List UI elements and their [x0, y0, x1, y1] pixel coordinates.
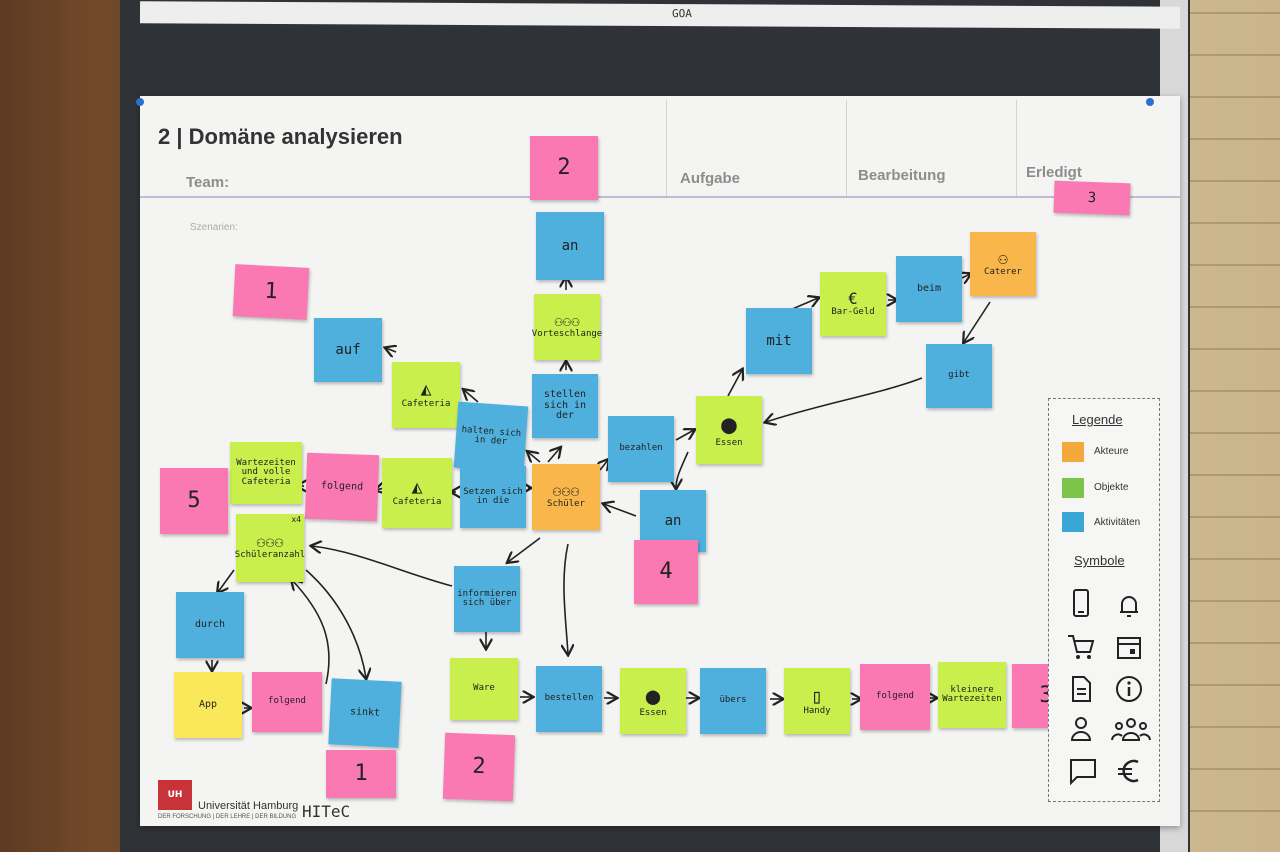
actor-note: ⚇ Caterer: [970, 232, 1036, 296]
number-note: 1: [326, 750, 396, 798]
calendar-icon: [1117, 637, 1141, 659]
column-aufgabe: Aufgabe: [680, 170, 740, 187]
actor-note: ⚇⚇⚇ Schüler: [532, 464, 600, 530]
activity-note: informieren sich über: [454, 566, 520, 632]
cart-icon: [1068, 635, 1095, 659]
object-note: folgend: [860, 664, 930, 730]
page-title: 2 | Domäne analysieren: [158, 124, 403, 149]
note-label: Bar-Geld: [831, 306, 875, 317]
university-logo: UH: [158, 780, 192, 810]
object-note: App: [174, 672, 242, 738]
university-tagline: DER FORSCHUNG | DER LEHRE | DER BILDUNG: [158, 814, 297, 820]
top-label: GOA: [671, 7, 692, 21]
chat-icon: [1070, 759, 1096, 786]
info-icon: [1116, 676, 1142, 702]
note-label: Schüler: [547, 499, 585, 510]
badge-x4: x4: [291, 515, 301, 524]
note-label: Essen: [715, 437, 743, 448]
signature: HITeC: [302, 802, 351, 821]
activity-note: bestellen: [536, 666, 602, 732]
object-note: Wartezeiten und volle Cafeteria: [230, 442, 302, 504]
note-label: Schüleranzahl: [234, 550, 306, 561]
number-note: 1: [232, 264, 310, 320]
document-icon: [1072, 676, 1091, 702]
person-icon: [1070, 717, 1092, 741]
queue-icon: ⚇⚇⚇: [554, 313, 580, 330]
cake-icon: ◭: [411, 476, 423, 498]
activity-note: beim: [896, 256, 962, 322]
object-note: ◭ Cafeteria: [392, 362, 460, 428]
header-divider: [140, 196, 1180, 198]
symbols-title: Symbole: [1074, 553, 1125, 568]
note-label: Essen: [639, 707, 667, 718]
object-note: € Bar-Geld: [820, 272, 886, 336]
note-label: Cafeteria: [401, 398, 451, 409]
legend-label: Akteure: [1094, 446, 1129, 457]
legend-swatch-aktivitaeten: [1062, 512, 1084, 532]
cake-icon: ◭: [420, 378, 432, 400]
number-note: 2: [530, 136, 598, 200]
phone-icon: ▯: [810, 683, 824, 708]
note-label: Handy: [803, 705, 831, 716]
object-note: kleinere Wartezeiten: [938, 662, 1006, 728]
university-name: Universität Hamburg: [198, 800, 299, 812]
legend-title: Legende: [1072, 412, 1123, 427]
activity-note: Setzen sich in die: [460, 466, 526, 528]
activity-note: auf: [314, 318, 382, 382]
object-note: Ware: [450, 658, 518, 720]
activity-note: durch: [176, 592, 244, 658]
object-note: x4 ⚇⚇⚇ Schüleranzahl: [234, 514, 306, 582]
object-note: ● Essen: [620, 668, 686, 734]
activity-note: mit: [746, 308, 812, 374]
pin-icon: [136, 98, 144, 106]
legend-label: Objekte: [1094, 482, 1129, 493]
column-bearbeitung: Bearbeitung: [858, 167, 946, 184]
person-icon: ⚇: [998, 248, 1008, 268]
number-note: 2: [442, 732, 516, 802]
column-divider: [1016, 100, 1017, 196]
column-erledigt: Erledigt: [1026, 164, 1082, 181]
szenarien-label: Szenarien:: [190, 222, 238, 233]
legend-swatch-objekte: [1062, 478, 1084, 498]
apple-icon: ●: [721, 409, 737, 440]
activity-note: halten sich in der: [453, 401, 529, 473]
euro-icon: €: [848, 288, 858, 308]
apple-icon: ●: [645, 681, 661, 710]
group-icon: ⚇⚇⚇: [552, 482, 580, 501]
activity-note: stellen sich in der: [532, 374, 598, 438]
note-label: Caterer: [984, 266, 1022, 277]
activity-note: übers: [700, 668, 766, 734]
activity-note: an: [536, 212, 604, 280]
column-team: Team:: [186, 174, 230, 191]
group-icon: ⚇⚇⚇: [256, 533, 284, 552]
number-note: 5: [160, 468, 228, 534]
column-divider: [666, 100, 667, 196]
phone-icon: [1073, 589, 1089, 617]
number-note: 4: [634, 540, 698, 604]
activity-note: bezahlen: [608, 416, 674, 482]
euro-icon: [1118, 759, 1139, 783]
bell-icon: [1120, 596, 1138, 617]
legend-label: Aktivitäten: [1094, 517, 1141, 528]
activity-note: gibt: [926, 344, 992, 408]
activity-note: sinkt: [328, 678, 402, 748]
column-divider: [846, 100, 847, 196]
object-note: ● Essen: [696, 396, 762, 464]
object-note: folgend: [304, 452, 380, 522]
object-note: ▯ Handy: [784, 668, 850, 734]
object-note: ⚇⚇⚇ Vorteschlange: [531, 294, 603, 360]
object-note: ◭ Cafeteria: [382, 458, 452, 528]
note-label: Cafeteria: [392, 496, 442, 507]
legend-swatch-akteure: [1062, 442, 1084, 462]
object-note: folgend: [252, 672, 322, 732]
note-label: Vorteschlange: [531, 328, 603, 339]
pin-icon: [1146, 98, 1154, 106]
group-icon: [1111, 718, 1151, 741]
number-note: 3: [1053, 180, 1131, 216]
